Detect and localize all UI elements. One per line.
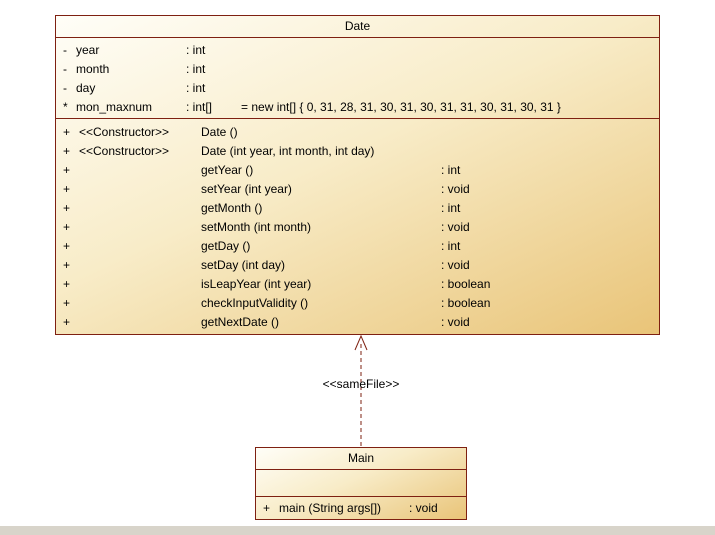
operation-ret (441, 123, 659, 142)
attribute-vis: - (63, 81, 67, 95)
attribute-name: mon_maxnum (76, 100, 153, 114)
operation-row: + getYear () : int (63, 161, 659, 180)
attribute-row: * mon_maxnum : int[] = new int[] { 0, 31, 2… (63, 98, 659, 117)
operation-vis: + (63, 277, 71, 291)
operation-sig: Date () (201, 125, 238, 139)
attribute-init (241, 60, 659, 79)
attribute-name: year (76, 43, 100, 57)
operation-sig: getNextDate () (201, 315, 280, 329)
operation-ret: : int (441, 239, 461, 253)
operation-sig: getMonth () (201, 201, 263, 215)
operation-vis: + (63, 239, 71, 253)
operation-vis: + (63, 258, 71, 272)
operation-stereo (79, 313, 201, 332)
window-bottom-edge (0, 526, 715, 535)
main-operations-compartment: + main (String args[]) : void (256, 497, 466, 519)
operation-stereo: <<Constructor>> (79, 125, 170, 139)
attribute-name: month (76, 62, 110, 76)
operation-sig: setDay (int day) (201, 258, 286, 272)
operation-ret: : boolean (441, 296, 491, 310)
attribute-type: : int[] (186, 100, 213, 114)
operation-vis: + (63, 125, 71, 139)
operation-vis: + (63, 201, 71, 215)
operation-vis: + (63, 144, 71, 158)
date-class-title: Date (56, 16, 659, 38)
operation-stereo (79, 161, 201, 180)
operation-ret: : int (441, 163, 461, 177)
attribute-type: : int (186, 43, 206, 57)
operation-stereo (79, 237, 201, 256)
operation-ret: : void (409, 501, 438, 515)
operation-stereo (79, 180, 201, 199)
main-class-box[interactable]: Main + main (String args[]) : void (255, 447, 467, 520)
operation-row: + setYear (int year) : void (63, 180, 659, 199)
operation-sig: main (String args[]) (279, 501, 382, 515)
date-operations-compartment: + <<Constructor>> Date () + <<Constructor>> D… (56, 119, 659, 334)
attribute-row: -year : int (63, 41, 659, 60)
attribute-init: = new int[] { 0, 31, 28, 31, 30, 31, 30,… (241, 100, 561, 114)
relation-stereotype-label[interactable]: <<sameFile>> (322, 377, 400, 391)
attribute-row: -month : int (63, 60, 659, 79)
attribute-row: -day : int (63, 79, 659, 98)
operation-vis: + (263, 501, 271, 515)
operation-stereo (79, 218, 201, 237)
operation-ret: : void (441, 258, 470, 272)
attribute-type: : int (186, 62, 206, 76)
operation-vis: + (63, 220, 71, 234)
operation-ret (441, 142, 659, 161)
operation-row: + setDay (int day) : void (63, 256, 659, 275)
operation-ret: : boolean (441, 277, 491, 291)
attribute-vis: - (63, 43, 67, 57)
operation-sig: getDay () (201, 239, 251, 253)
operation-sig: getYear () (201, 163, 254, 177)
dependency-arrowhead (354, 334, 368, 351)
operation-stereo (79, 275, 201, 294)
operation-sig: setMonth (int month) (201, 220, 312, 234)
attribute-type: : int (186, 81, 206, 95)
attribute-init (241, 41, 659, 60)
main-attributes-compartment (256, 470, 466, 497)
operation-vis: + (63, 296, 71, 310)
operation-row: + <<Constructor>> Date () (63, 123, 659, 142)
operation-ret: : void (441, 182, 470, 196)
attribute-init (241, 79, 659, 98)
attribute-vis: - (63, 62, 67, 76)
operation-row: + isLeapYear (int year) : boolean (63, 275, 659, 294)
operation-row: + getNextDate () : void (63, 313, 659, 332)
operation-sig: setYear (int year) (201, 182, 292, 196)
operation-ret: : void (441, 220, 470, 234)
operation-sig: Date (int year, int month, int day) (201, 144, 375, 158)
attribute-vis: * (63, 100, 68, 114)
attribute-name: day (76, 81, 96, 95)
operation-row: + getMonth () : int (63, 199, 659, 218)
date-attributes-compartment: -year: int-month: int-day: int*mon_maxnu… (56, 38, 659, 119)
operation-row: + getDay () : int (63, 237, 659, 256)
operation-sig: checkInputValidity () (201, 296, 309, 310)
operation-sig: isLeapYear (int year) (201, 277, 312, 291)
date-class-box[interactable]: Date -year: int-month: int-day: int*mon_… (55, 15, 660, 335)
operation-ret: : int (441, 201, 461, 215)
operation-stereo (79, 199, 201, 218)
operation-row: + main (String args[]) : void (263, 499, 466, 518)
operation-vis: + (63, 182, 71, 196)
operation-ret: : void (441, 315, 470, 329)
operation-row: + setMonth (int month) : void (63, 218, 659, 237)
operation-stereo (79, 256, 201, 275)
operation-vis: + (63, 315, 71, 329)
operation-vis: + (63, 163, 71, 177)
operation-row: + <<Constructor>> Date (int year, int mont… (63, 142, 659, 161)
operation-row: + checkInputValidity () : boolean (63, 294, 659, 313)
operation-stereo (79, 294, 201, 313)
main-class-title: Main (256, 448, 466, 470)
operation-stereo: <<Constructor>> (79, 144, 170, 158)
